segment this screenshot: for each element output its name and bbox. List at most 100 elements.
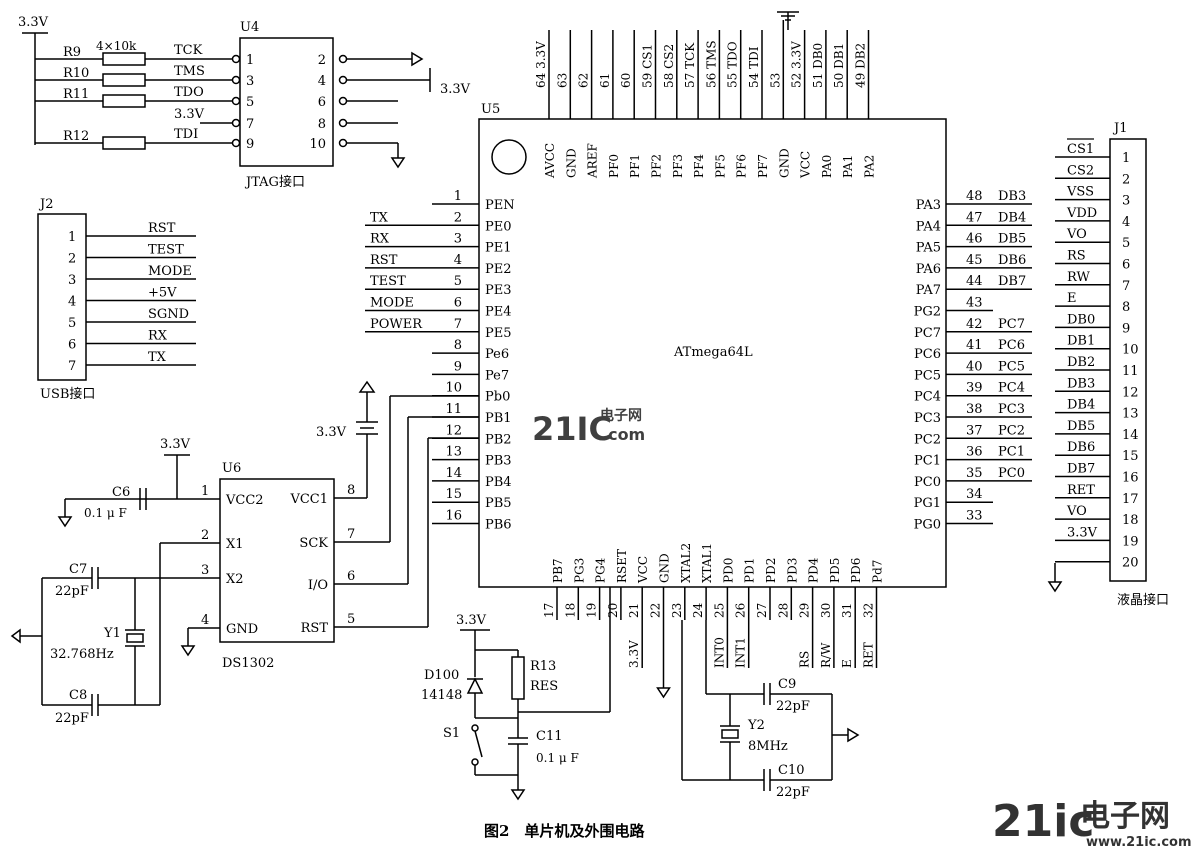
mcu-bottom-pin-number: 18 (563, 603, 577, 618)
mcu-top-pin-number: 60 (619, 73, 633, 88)
lcd-pin-number: 6 (1122, 258, 1130, 273)
mcu-right-pin-name: PG2 (914, 305, 941, 320)
mcu-top-pin-name: GND (777, 148, 791, 178)
mcu-top-pin-name: PF1 (628, 154, 642, 178)
usb-pin-number: 3 (68, 273, 76, 288)
pin-connector (338, 75, 348, 85)
usb-pin-number: 7 (68, 359, 76, 374)
mcu-bottom-pin-name: GND (658, 553, 672, 583)
lcd-pin-number: 20 (1122, 556, 1139, 571)
lcd-pin-number: 17 (1122, 492, 1139, 507)
c7-ref: C7 (69, 562, 87, 577)
vcc1-supply-label: 3.3V (316, 425, 347, 440)
usb-pin-number: 2 (68, 252, 76, 267)
mcu-bottom-net-label: RET (862, 642, 876, 668)
mcu-bottom-pin-number: 32 (862, 603, 876, 618)
reset-supply-label: 3.3V (456, 613, 487, 628)
ground-icon (510, 789, 526, 801)
mcu-left-pin-name: PE0 (485, 219, 512, 234)
mcu-left-net-label: RST (370, 253, 398, 268)
mcu-left-pin-number: 2 (454, 210, 462, 225)
watermark-corner-brand: 电子网 (1080, 799, 1170, 834)
mcu-bottom-net-label: INT1 (734, 637, 748, 668)
lcd-pin-number: 18 (1122, 513, 1139, 528)
lcd-signal-label: VSS (1066, 185, 1094, 200)
c9-ref: C9 (778, 677, 796, 692)
mcu-left-pin-name: PE4 (485, 305, 512, 320)
mcu-top-pin-number: 53 (768, 73, 782, 88)
watermark-brand: 电子网 (600, 407, 642, 424)
mcu-left-net-label: TEST (370, 274, 406, 289)
mcu-top-pin-number: 61 (598, 73, 612, 88)
ground-icon (656, 687, 671, 699)
c11-value: 0.1 μ F (536, 751, 579, 765)
jtag-section: 3.3V 4×10k R9 R10 R11 R12 U4 JTAG接口 1TCK… (18, 15, 471, 190)
rtc-right-pin-name: VCC1 (289, 492, 328, 507)
mcu-top-pin-number: 55 TDO (726, 41, 740, 88)
lcd-signal-label: RET (1067, 483, 1095, 498)
mcu-right-pin-number: 43 (966, 296, 983, 311)
mcu-bottom-net-label: RS (798, 651, 812, 668)
r11-label: R11 (63, 87, 89, 102)
mcu-top-pin-name: PA2 (863, 155, 877, 178)
mcu-left-pin-number: 7 (454, 317, 462, 332)
usb-signal-label: TX (148, 350, 167, 365)
usb-signal-label: +5V (148, 286, 177, 301)
u6-box (219, 478, 335, 643)
mcu-right-net-label: PC3 (998, 402, 1025, 417)
mcu-top-pin-name: PF4 (692, 154, 706, 178)
resistor (102, 52, 146, 66)
y1-ref: Y1 (103, 626, 121, 641)
mcu-left-pin-name: Pb0 (485, 390, 510, 405)
resistor (102, 73, 146, 87)
lcd-signal-label: VO (1066, 227, 1087, 242)
mcu-left-net-label: TX (370, 210, 389, 225)
ground-icon (57, 516, 73, 528)
mcu-bottom-pin-name: PG3 (572, 558, 586, 583)
mcu-bottom-pin-name: PB7 (551, 558, 565, 583)
arrow-right-icon (411, 51, 424, 67)
mcu-right-pin-name: PC6 (914, 347, 941, 362)
jtag-pin-number: 4 (318, 74, 326, 89)
mcu-right-pin-name: PC0 (914, 475, 941, 490)
lcd-pin-number: 11 (1122, 364, 1139, 379)
mcu-top-pin-name: PF3 (671, 154, 685, 178)
lcd-pin-number: 4 (1122, 215, 1130, 230)
lcd-signal-label: CS2 (1067, 163, 1094, 178)
mcu-top-pin-number: 54 TDI (747, 46, 761, 88)
lcd-signal-label: DB5 (1067, 419, 1095, 434)
watermark-corner-url: www.21ic.com (1086, 835, 1192, 850)
lcd-signal-label: RW (1067, 270, 1091, 285)
mcu-left-pin-name: PE3 (485, 283, 512, 298)
mcu-right-pin-name: PC7 (914, 326, 941, 341)
jtag-pin-number: 2 (318, 53, 326, 68)
mcu-top-pin-name: VCC (799, 151, 813, 179)
j2-ref: J2 (38, 197, 53, 212)
mcu-right-pin-name: PC2 (914, 432, 941, 447)
mcu-left-pin-number: 12 (445, 423, 462, 438)
rtc-left-pin-name: X1 (226, 537, 244, 552)
mcu-top-pin-number: 51 DB0 (811, 43, 825, 88)
mcu-top-pin-name: PA1 (841, 155, 855, 178)
mcu-top-pin-number: 56 TMS (704, 40, 718, 88)
mcu-bottom-pin-number: 26 (734, 603, 748, 618)
mcu-top-pin-number: 59 CS1 (641, 44, 655, 88)
vcc1-supply: 3.3V (316, 380, 378, 498)
mcu-left-pin-number: 8 (454, 338, 462, 353)
mcu-bottom-pin-number: 28 (776, 603, 790, 618)
mcu-top-pin-number: 58 CS2 (662, 44, 676, 88)
mcu-right-pin-number: 41 (966, 338, 983, 353)
lcd-pin-number: 14 (1122, 428, 1139, 443)
mcu-bottom-pin-name: RSET (615, 549, 629, 583)
lcd-label: 液晶接口 (1117, 592, 1169, 608)
lcd-pin-number: 13 (1122, 407, 1139, 422)
mcu-right-pin-name: PC5 (914, 368, 941, 383)
lcd-signal-label: DB0 (1067, 312, 1095, 327)
mcu-left-pin-number: 14 (445, 466, 462, 481)
mcu-right-pin-number: 33 (966, 509, 983, 524)
usb-signal-label: SGND (148, 307, 189, 322)
mcu-top-pin-number: 50 DB1 (832, 43, 846, 88)
